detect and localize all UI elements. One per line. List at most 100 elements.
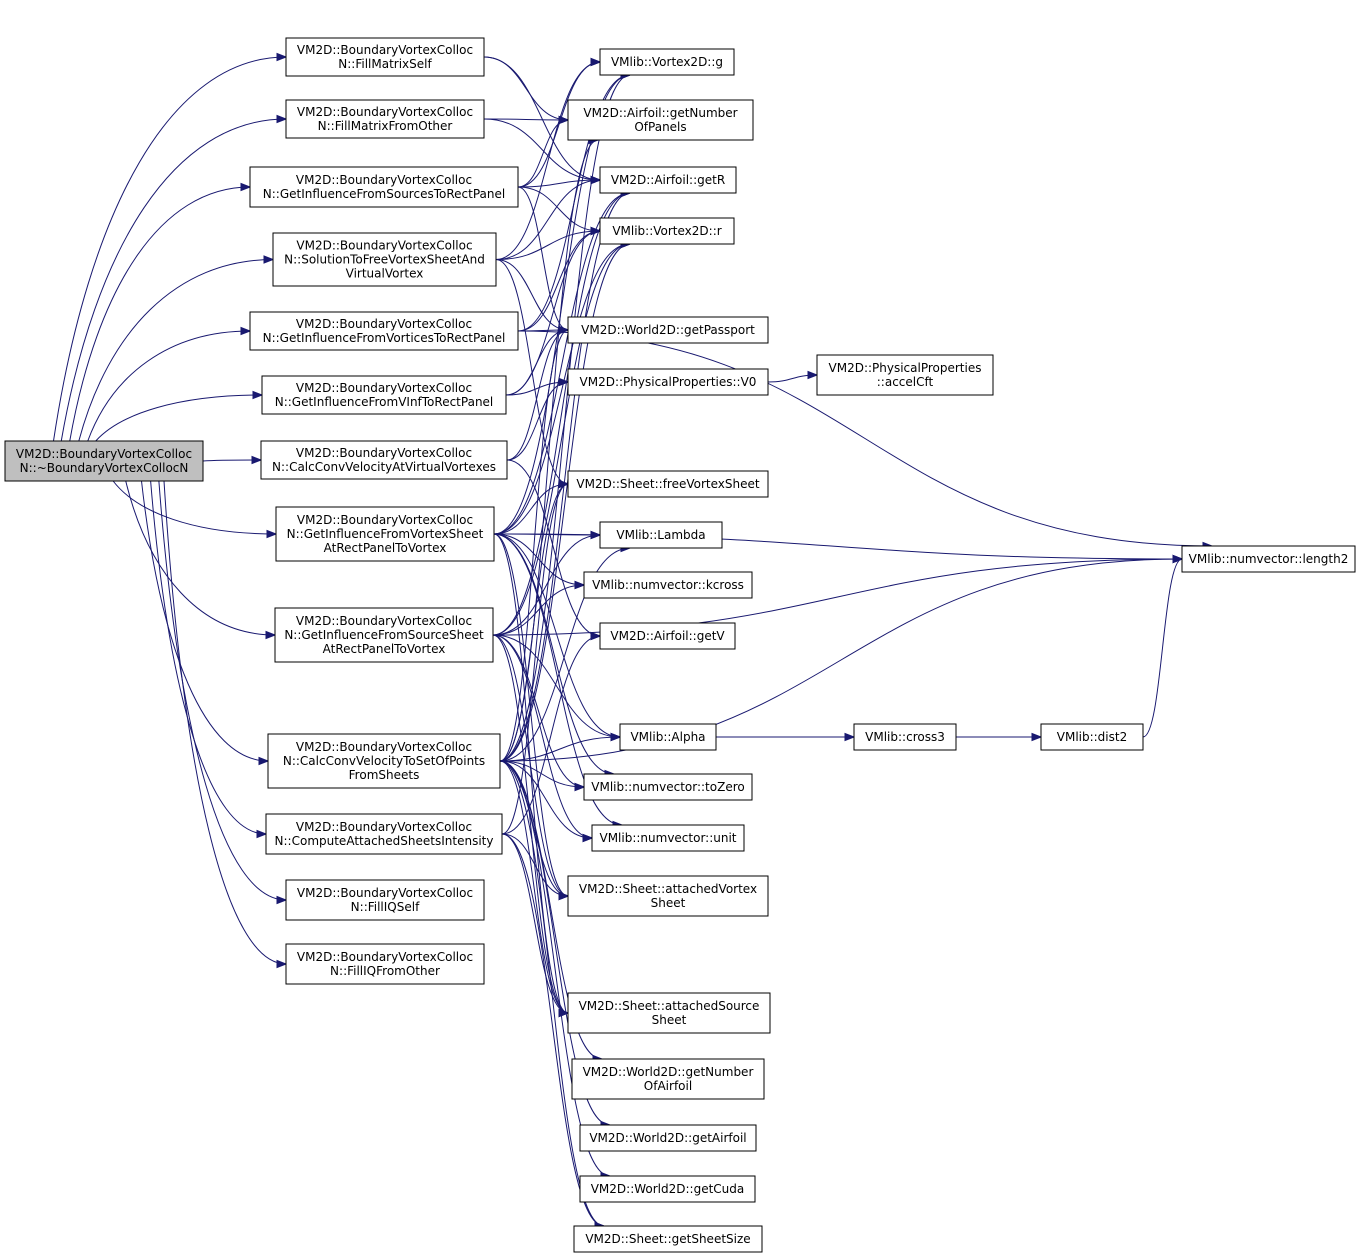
node-label: VM2D::Airfoil::getNumber [583,106,737,120]
call-edge [499,732,622,762]
function-node[interactable]: VM2D::BoundaryVortexCollocN::SolutionToF… [272,232,497,287]
node-label: VM2D::World2D::getAirfoil [589,1131,746,1145]
node-label: N::ComputeAttachedSheetsIntensity [275,834,494,848]
function-node[interactable]: VM2D::BoundaryVortexCollocN::FillMatrixF… [285,99,485,139]
call-edge [163,480,288,969]
node-label: N::GetInfluenceFromVortexSheet [287,527,484,541]
function-node[interactable]: VM2D::Airfoil::getV [599,622,736,650]
call-edge [60,114,288,442]
function-node[interactable]: VM2D::World2D::getAirfoil [579,1124,757,1152]
function-node[interactable]: VM2D::BoundaryVortexCollocN::CalcConvVel… [260,440,508,480]
call-edge [956,732,1043,742]
function-node[interactable]: VMlib::Vortex2D::g [599,48,735,76]
node-label: VM2D::BoundaryVortexColloc [297,950,473,964]
node-label: VM2D::BoundaryVortexColloc [296,820,472,834]
node-label: VM2D::Airfoil::getV [610,629,725,643]
node-label: N::GetInfluenceFromSourcesToRectPanel [263,187,505,201]
node-label: VMlib::cross3 [865,730,945,744]
function-node[interactable]: VMlib::numvector::toZero [583,773,753,801]
function-node[interactable]: VMlib::dist2 [1040,723,1144,751]
node-label: N::FillIQFromOther [330,964,440,978]
call-edge [202,455,263,465]
node-label: VMlib::Alpha [630,730,705,744]
call-edge [95,390,264,442]
function-node[interactable]: VM2D::PhysicalProperties::V0 [567,368,769,396]
node-label: VMlib::numvector::length2 [1189,552,1349,566]
function-node[interactable]: VMlib::Alpha [619,723,717,751]
function-node[interactable]: VM2D::BoundaryVortexCollocN::FillIQFromO… [285,943,485,985]
function-node[interactable]: VM2D::BoundaryVortexCollocN::GetInfluenc… [261,375,507,415]
node-label: VMlib::Vortex2D::r [612,224,721,238]
call-edge [501,631,602,835]
node-label: N::CalcConvVelocityToSetOfPoints [283,754,485,768]
node-label: VirtualVortex [346,267,424,281]
node-label: VM2D::PhysicalProperties::V0 [580,375,757,389]
call-edge [483,56,570,125]
call-edge [493,533,570,901]
node-label: N::GetInfluenceFromSourceSheet [284,628,484,642]
call-edge [499,479,570,762]
call-edge [499,135,600,762]
call-edge [492,634,622,742]
node-label: VM2D::BoundaryVortexColloc [16,447,192,461]
call-edge [517,115,570,188]
node-label: VM2D::BoundaryVortexColloc [297,886,473,900]
node-label: VM2D::BoundaryVortexColloc [296,239,472,253]
node-label: VMlib::numvector::unit [599,831,736,845]
call-edge [499,325,570,762]
node-label: VMlib::Vortex2D::g [611,55,723,69]
function-node[interactable]: VMlib::numvector::unit [591,824,745,852]
call-edge [501,833,570,901]
node-label: VM2D::World2D::getCuda [591,1182,745,1196]
function-node[interactable]: VM2D::BoundaryVortexCollocN::GetInfluenc… [249,166,519,208]
node-label: VM2D::BoundaryVortexColloc [296,381,472,395]
node-label: VMlib::numvector::toZero [591,780,744,794]
root-function-node[interactable]: VM2D::BoundaryVortexCollocN::~BoundaryVo… [4,440,204,482]
function-node[interactable]: VM2D::PhysicalProperties::accelCft [816,354,994,396]
call-edge [767,370,819,383]
node-label: OfPanels [634,120,686,134]
call-edge [53,52,288,442]
node-label: N::~BoundaryVortexCollocN [20,461,189,475]
node-label: VM2D::BoundaryVortexColloc [297,43,473,57]
node-label: VM2D::BoundaryVortexColloc [296,173,472,187]
node-label: VM2D::Sheet::attachedSource [579,999,760,1013]
node-label: VM2D::World2D::getPassport [581,323,755,337]
call-edge [499,760,586,792]
function-node[interactable]: VM2D::Airfoil::getR [599,166,737,194]
node-label: FromSheets [349,768,420,782]
call-edge [492,530,602,636]
node-label: N::SolutionToFreeVortexSheetAnd [284,253,485,267]
function-node[interactable]: VMlib::Vortex2D::r [599,217,735,245]
function-node[interactable]: VM2D::BoundaryVortexCollocN::GetInfluenc… [274,607,494,663]
function-node[interactable]: VMlib::Lambda [599,521,723,549]
call-edge [492,580,586,636]
function-node[interactable]: VM2D::BoundaryVortexCollocN::GetInfluenc… [249,311,519,351]
node-label: VM2D::BoundaryVortexColloc [296,740,472,754]
node-label: N::GetInfluenceFromVInfToRectPanel [275,395,494,409]
function-node[interactable]: VM2D::Sheet::getSheetSize [573,1225,763,1253]
node-label: VM2D::BoundaryVortexColloc [296,317,472,331]
function-node[interactable]: VM2D::BoundaryVortexCollocN::ComputeAtta… [265,813,503,855]
function-node[interactable]: VMlib::numvector::length2 [1181,545,1356,573]
function-node[interactable]: VM2D::Sheet::freeVortexSheet [567,470,769,498]
function-node[interactable]: VM2D::World2D::getCuda [579,1175,756,1203]
function-node[interactable]: VM2D::BoundaryVortexCollocN::CalcConvVel… [267,733,501,789]
node-label: N::CalcConvVelocityAtVirtualVortexes [272,460,496,474]
function-node[interactable]: VM2D::BoundaryVortexCollocN::FillMatrixS… [285,37,485,77]
call-edge [499,760,612,1181]
function-node[interactable]: VM2D::BoundaryVortexCollocN::GetInfluenc… [275,506,495,562]
call-edge [125,480,277,640]
node-label: VM2D::BoundaryVortexColloc [297,105,473,119]
function-node[interactable]: VM2D::BoundaryVortexCollocN::FillIQSelf [285,879,485,921]
node-label: VM2D::BoundaryVortexColloc [297,513,473,527]
function-node[interactable]: VMlib::cross3 [853,723,957,751]
node-label: AtRectPanelToVortex [324,541,447,555]
function-node[interactable]: VMlib::numvector::kcross [583,571,753,599]
function-node[interactable]: VM2D::World2D::getPassport [567,316,769,344]
